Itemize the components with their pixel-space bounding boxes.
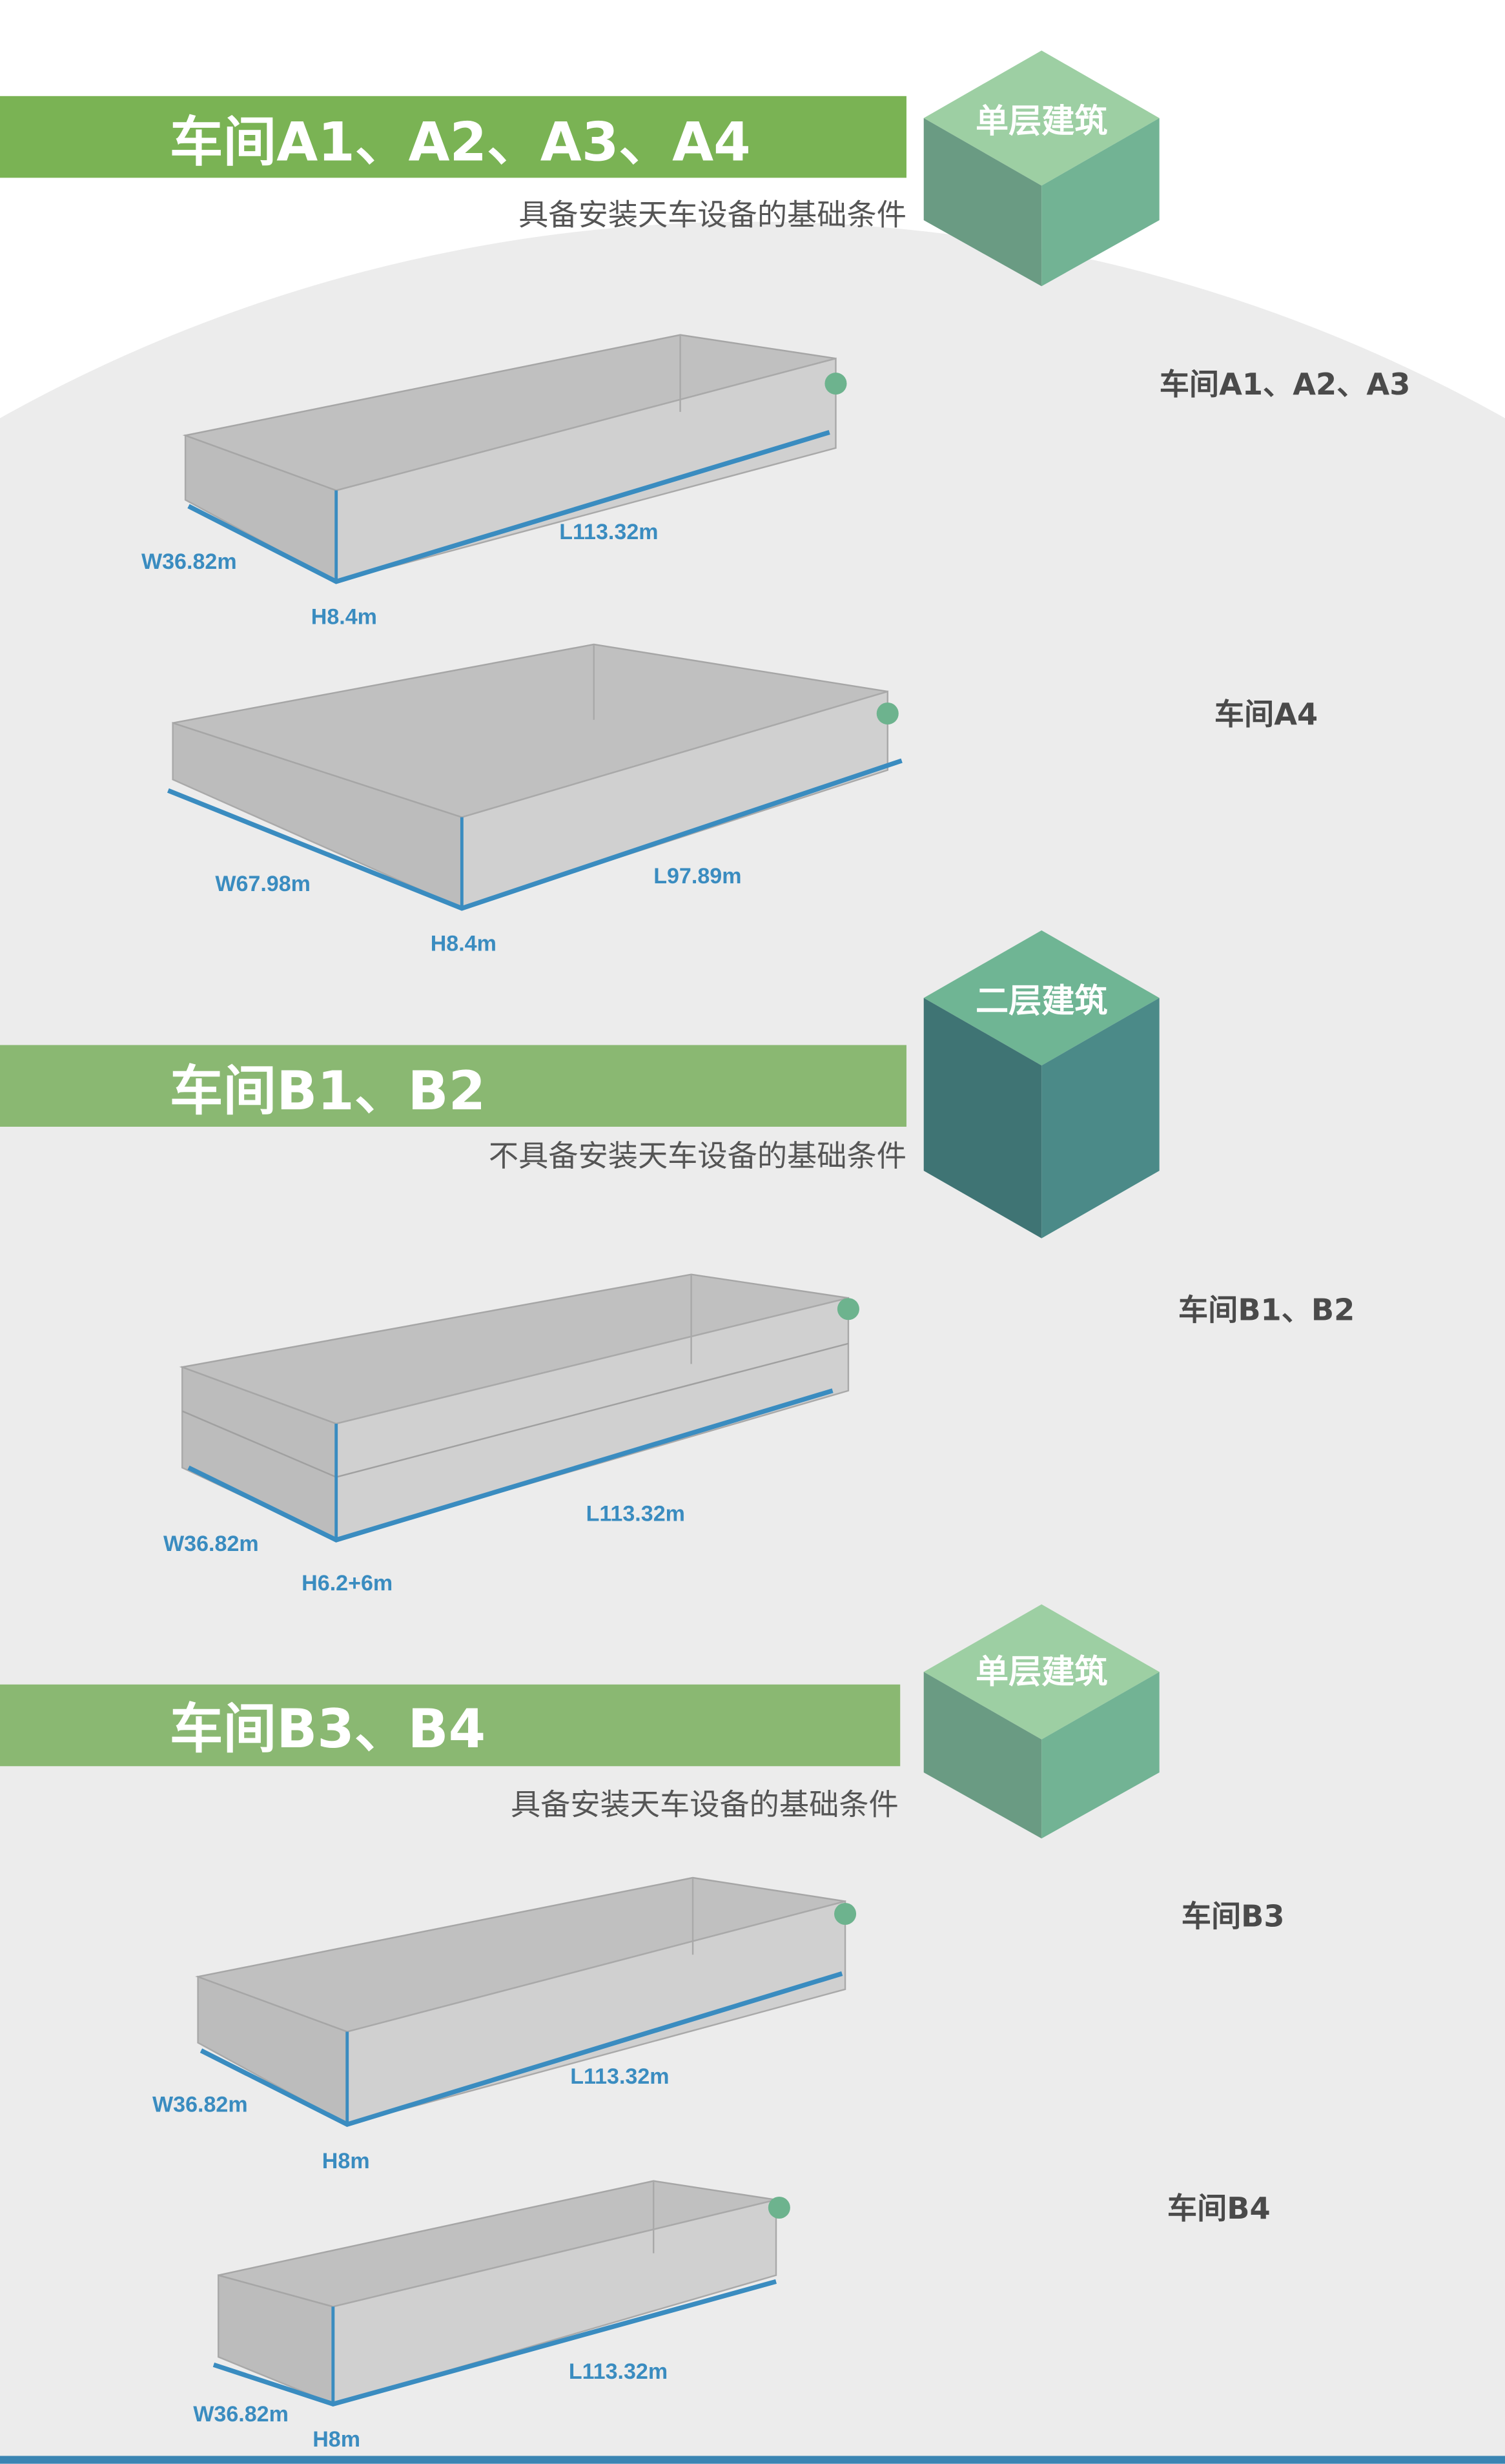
width-label: W36.82m bbox=[163, 1532, 259, 1556]
callout-label: 车间B3 bbox=[1182, 1898, 1285, 1933]
callout-dot bbox=[768, 2196, 790, 2219]
section-c-subtitle: 具备安装天车设备的基础条件 bbox=[511, 1787, 899, 1822]
callout-label: 车间A1、A2、A3 bbox=[1160, 367, 1411, 402]
height-label: H8.4m bbox=[311, 604, 377, 629]
callout-dot bbox=[834, 1902, 857, 1925]
length-label: L113.32m bbox=[569, 2359, 668, 2384]
height-label: H8m bbox=[312, 2427, 360, 2452]
height-label: H6.2+6m bbox=[302, 1571, 393, 1596]
length-label: L113.32m bbox=[570, 2064, 669, 2089]
callout-dot bbox=[837, 1298, 859, 1320]
section-b-title: 车间B1、B2 bbox=[170, 1060, 486, 1122]
width-label: W67.98m bbox=[215, 872, 311, 896]
building-b4: W36.82m H8m L113.32m 车间B4 bbox=[193, 2180, 1271, 2452]
callout-dot bbox=[876, 703, 899, 725]
width-label: W36.82m bbox=[141, 549, 237, 574]
section-b-banner bbox=[0, 1045, 906, 1127]
cube-label: 二层建筑 bbox=[976, 982, 1107, 1020]
section-a-subtitle: 具备安装天车设备的基础条件 bbox=[518, 197, 906, 232]
width-label: W36.82m bbox=[152, 2093, 248, 2117]
section-c-banner bbox=[0, 1684, 901, 1767]
cube-icon-single-storey: 单层建筑 bbox=[923, 50, 1160, 287]
cube-label: 单层建筑 bbox=[976, 1653, 1107, 1691]
cube-icon-two-storey: 二层建筑 bbox=[923, 930, 1160, 1238]
height-label: H8.4m bbox=[431, 931, 497, 956]
length-label: L113.32m bbox=[559, 520, 658, 544]
callout-label: 车间A4 bbox=[1214, 697, 1318, 732]
section-b-subtitle: 不具备安装天车设备的基础条件 bbox=[489, 1138, 906, 1173]
callout-dot bbox=[824, 373, 847, 395]
section-a: 车间A1、A2、A3、A4 具备安装天车设备的基础条件 单层建筑 W36.82m… bbox=[0, 50, 1410, 956]
building-a4: W67.98m H8.4m L97.89m 车间A4 bbox=[167, 643, 1318, 956]
building-a1-a3: W36.82m H8.4m L113.32m 车间A1、A2、A3 bbox=[141, 334, 1411, 629]
section-a-banner bbox=[0, 96, 906, 178]
cube-label: 单层建筑 bbox=[976, 103, 1107, 141]
width-label: W36.82m bbox=[193, 2402, 289, 2427]
section-a-title: 车间A1、A2、A3、A4 bbox=[170, 111, 751, 174]
callout-label: 车间B1、B2 bbox=[1178, 1292, 1355, 1327]
section-c-title: 车间B3、B4 bbox=[170, 1698, 486, 1760]
building-b3: W36.82m H8m L113.32m 车间B3 bbox=[152, 1876, 1285, 2173]
length-label: L113.32m bbox=[586, 1502, 685, 1526]
section-b1-b2: 车间B1、B2 不具备安装天车设备的基础条件 二层建筑 W36.82m H6.2… bbox=[0, 930, 1355, 1596]
cube-icon-single-storey: 单层建筑 bbox=[923, 1604, 1160, 1839]
bottom-bar bbox=[0, 2456, 1505, 2464]
section-b3-b4: 车间B3、B4 具备安装天车设备的基础条件 单层建筑 W36.82m H8m L… bbox=[0, 1604, 1285, 2452]
callout-label: 车间B4 bbox=[1167, 2191, 1271, 2226]
length-label: L97.89m bbox=[653, 864, 741, 888]
height-label: H8m bbox=[322, 2149, 370, 2173]
building-b1-b2: W36.82m H6.2+6m L113.32m 车间B1、B2 bbox=[163, 1273, 1355, 1596]
